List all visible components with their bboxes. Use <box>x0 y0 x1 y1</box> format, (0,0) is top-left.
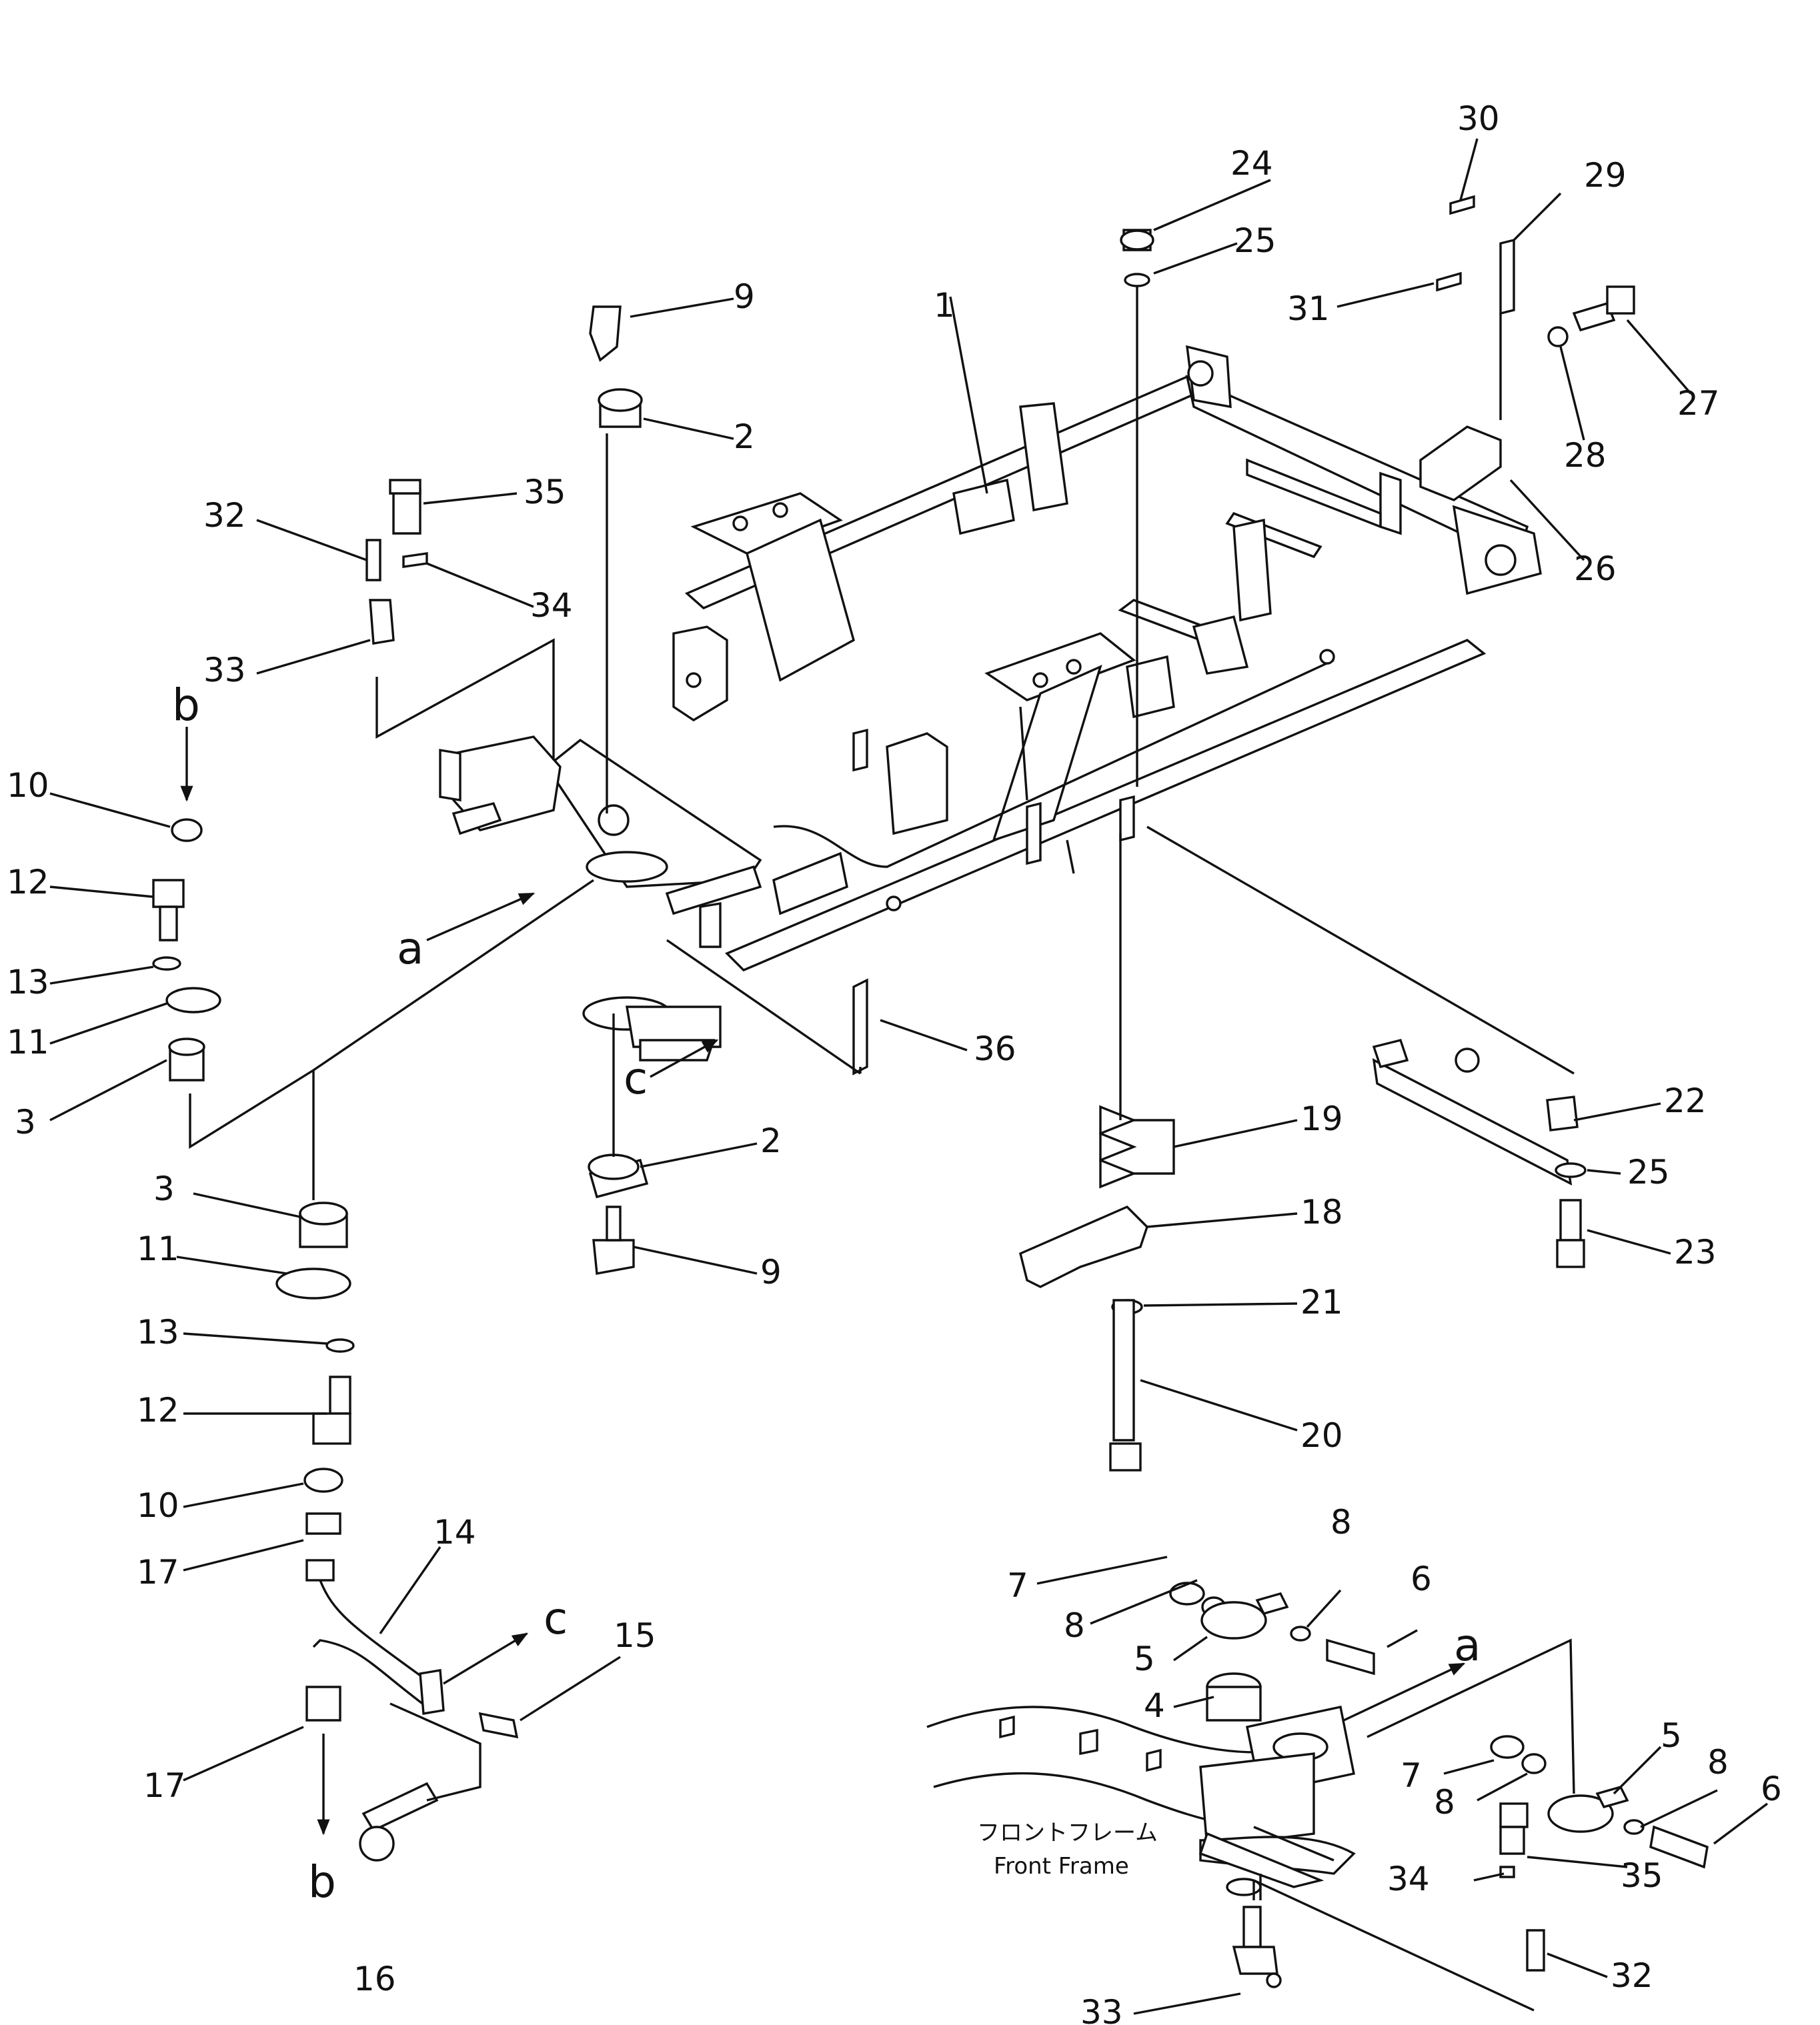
callout-6-top: 6 <box>1411 1560 1432 1598</box>
callout-36: 36 <box>974 1030 1016 1068</box>
callout-4: 4 <box>1144 1686 1165 1725</box>
callout-7: 7 <box>1007 1566 1028 1605</box>
callout-27: 27 <box>1677 384 1720 423</box>
arrow-label-a: a <box>397 923 423 974</box>
callout-33: 33 <box>203 651 246 689</box>
callout-9-lower: 9 <box>760 1253 782 1292</box>
callout-21: 21 <box>1300 1283 1343 1322</box>
callout-8-mid: 8 <box>1064 1606 1085 1645</box>
callout-29: 29 <box>1584 156 1627 195</box>
leader-lines <box>49 138 1769 2015</box>
callout-31: 31 <box>1287 289 1330 328</box>
callout-17-lower: 17 <box>143 1766 186 1805</box>
callout-10: 10 <box>7 766 49 805</box>
callout-11-lower: 11 <box>137 1230 179 1268</box>
callout-32: 32 <box>203 496 246 535</box>
callout-5: 5 <box>1134 1640 1155 1678</box>
callout-5-right: 5 <box>1661 1716 1682 1755</box>
callout-22: 22 <box>1664 1082 1707 1120</box>
callout-26: 26 <box>1574 549 1617 588</box>
callout-32-lower: 32 <box>1611 1956 1653 1995</box>
callout-10-lower: 10 <box>137 1486 179 1525</box>
callout-3-lower: 3 <box>153 1170 175 1208</box>
front-frame-inset <box>926 1582 1709 1988</box>
callout-13: 13 <box>7 963 49 1001</box>
callout-33-lower: 33 <box>1080 1993 1123 2025</box>
callout-labels: 30 29 24 25 31 27 9 1 28 2 35 26 32 34 3… <box>7 99 1782 2025</box>
arrow-label-b-lower: b <box>308 1856 336 1908</box>
callout-30: 30 <box>1457 99 1500 138</box>
callout-35: 35 <box>524 473 566 511</box>
callout-34: 34 <box>530 586 573 625</box>
callout-35-lower: 35 <box>1621 1856 1663 1895</box>
main-frame <box>439 345 1542 1062</box>
callout-20: 20 <box>1300 1416 1343 1455</box>
callout-19: 19 <box>1300 1100 1343 1138</box>
arrow-label-b-top: b <box>172 679 200 731</box>
callout-8-right: 8 <box>1434 1783 1455 1822</box>
front-frame-caption: フロントフレーム Front Frame <box>977 1820 1158 1880</box>
loose-parts <box>152 195 1635 1862</box>
callout-25-lower: 25 <box>1627 1153 1670 1192</box>
callout-23: 23 <box>1674 1233 1717 1272</box>
callout-8-top: 8 <box>1330 1503 1352 1542</box>
callout-18: 18 <box>1300 1193 1343 1232</box>
callout-15: 15 <box>614 1616 656 1655</box>
front-frame-jp: フロントフレーム <box>977 1820 1158 1846</box>
callout-8-far: 8 <box>1707 1743 1729 1782</box>
callout-12: 12 <box>7 863 49 901</box>
arrow-label-a-inset: a <box>1454 1620 1481 1671</box>
callout-11: 11 <box>7 1023 49 1062</box>
callout-14: 14 <box>433 1513 476 1552</box>
callout-34-lower: 34 <box>1387 1860 1430 1898</box>
front-frame-en: Front Frame <box>994 1853 1129 1880</box>
arrow-label-c-lower: c <box>544 1593 568 1644</box>
callout-7-right: 7 <box>1401 1756 1422 1795</box>
callout-9: 9 <box>734 277 755 316</box>
callout-6-right: 6 <box>1761 1770 1782 1808</box>
arrow-labels: b a c c b a <box>172 679 1481 1908</box>
callout-16: 16 <box>353 1960 396 1998</box>
callout-17: 17 <box>137 1553 179 1592</box>
callout-12-lower: 12 <box>137 1391 179 1430</box>
callout-2-lower: 2 <box>760 1122 782 1160</box>
callout-3: 3 <box>15 1103 36 1142</box>
callout-13-lower: 13 <box>137 1313 179 1352</box>
callout-24: 24 <box>1230 144 1273 183</box>
callout-1: 1 <box>934 286 955 325</box>
callout-2: 2 <box>734 417 755 456</box>
callout-28: 28 <box>1564 436 1607 475</box>
arrow-label-c-upper: c <box>624 1053 648 1104</box>
callout-25: 25 <box>1234 221 1276 260</box>
